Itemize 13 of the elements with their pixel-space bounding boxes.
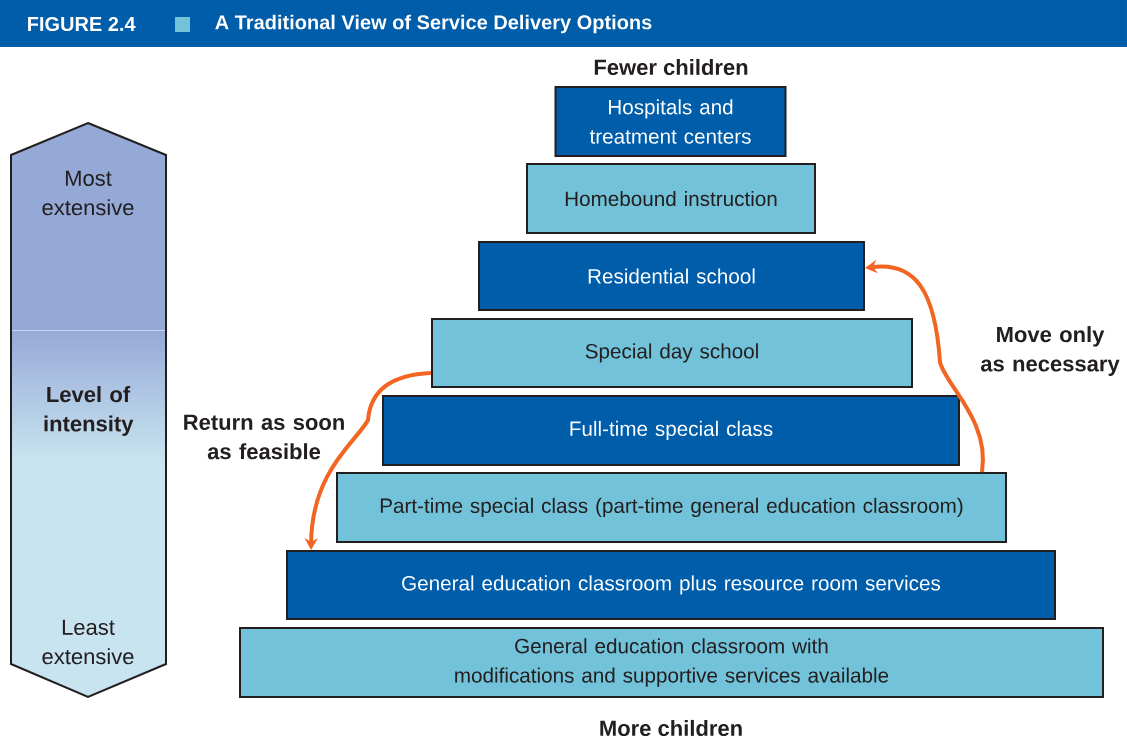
level-box: Special day school	[431, 318, 913, 388]
edge-label: Return as soon as feasible	[184, 414, 344, 460]
level-box: Full-time special class	[382, 395, 960, 466]
level-box: Hospitals and treatment centers	[554, 86, 787, 157]
figure-title: A Traditional View of Service Delivery Options	[215, 14, 652, 34]
level-box: Homebound instruction	[526, 163, 816, 234]
level-box: Residential school	[478, 241, 865, 311]
level-box: General education classroom plus resource room services	[286, 550, 1056, 620]
bottom-caption: More children	[600, 719, 742, 737]
level-box: General education classroom with modifications and supportive services available	[239, 627, 1104, 698]
level-box: Part-time special class (part-time general education classroom)	[336, 472, 1007, 543]
edge-label: Move only as necessary	[980, 326, 1120, 376]
figure-number: FIGURE 2.4	[28, 16, 136, 32]
